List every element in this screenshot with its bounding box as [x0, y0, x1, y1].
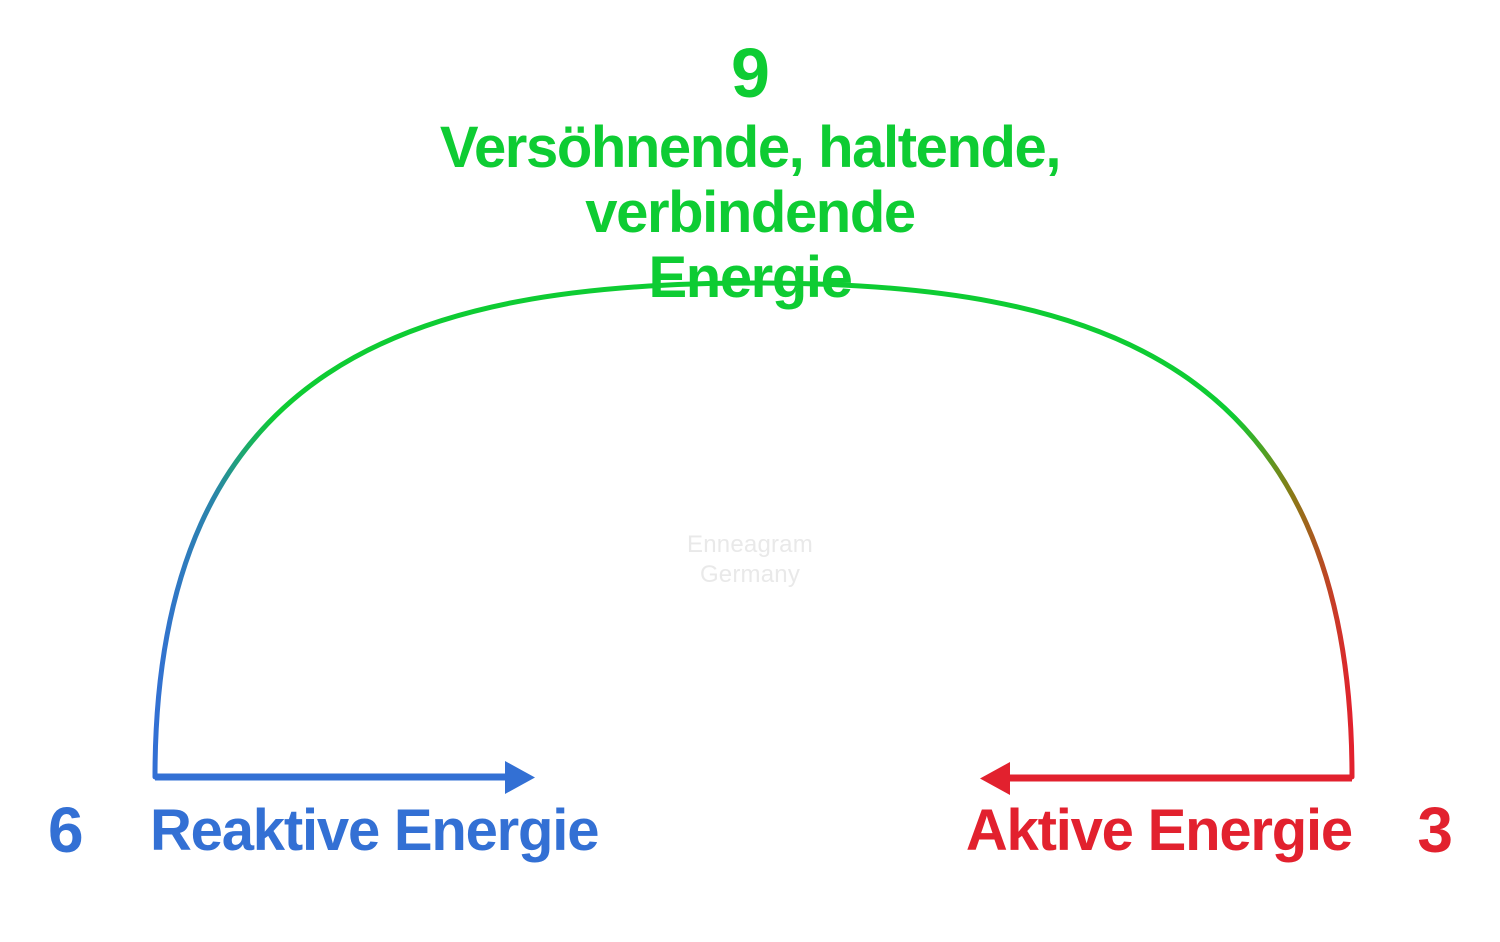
reactive-energy-label: Reaktive Energie: [150, 798, 599, 863]
type-nine-description: Versöhnende, haltende, verbindende Energ…: [400, 115, 1100, 311]
reactive-energy-arrow: [155, 761, 535, 794]
type-nine-number: 9: [731, 34, 770, 112]
type-nine-cluster: 9 Versöhnende, haltende, verbindende Ene…: [0, 38, 1500, 311]
active-arrow-head: [980, 762, 1010, 795]
type-three-number: 3: [1417, 794, 1453, 866]
type-nine-description-line-3: Energie: [648, 244, 853, 310]
watermark: Enneagram Germany: [0, 530, 1500, 590]
type-nine-description-line-2: verbindende: [585, 179, 916, 245]
watermark-line-1: Enneagram: [687, 531, 813, 558]
energy-arc-path: [152, 280, 1355, 780]
type-nine-description-line-1: Versöhnende, haltende,: [439, 115, 1062, 180]
watermark-line-2: Germany: [699, 561, 801, 588]
active-energy-label: Aktive Energie: [965, 798, 1353, 863]
reactive-arrow-head: [505, 761, 535, 794]
type-six-number: 6: [48, 794, 84, 866]
active-energy-arrow: [980, 762, 1352, 795]
